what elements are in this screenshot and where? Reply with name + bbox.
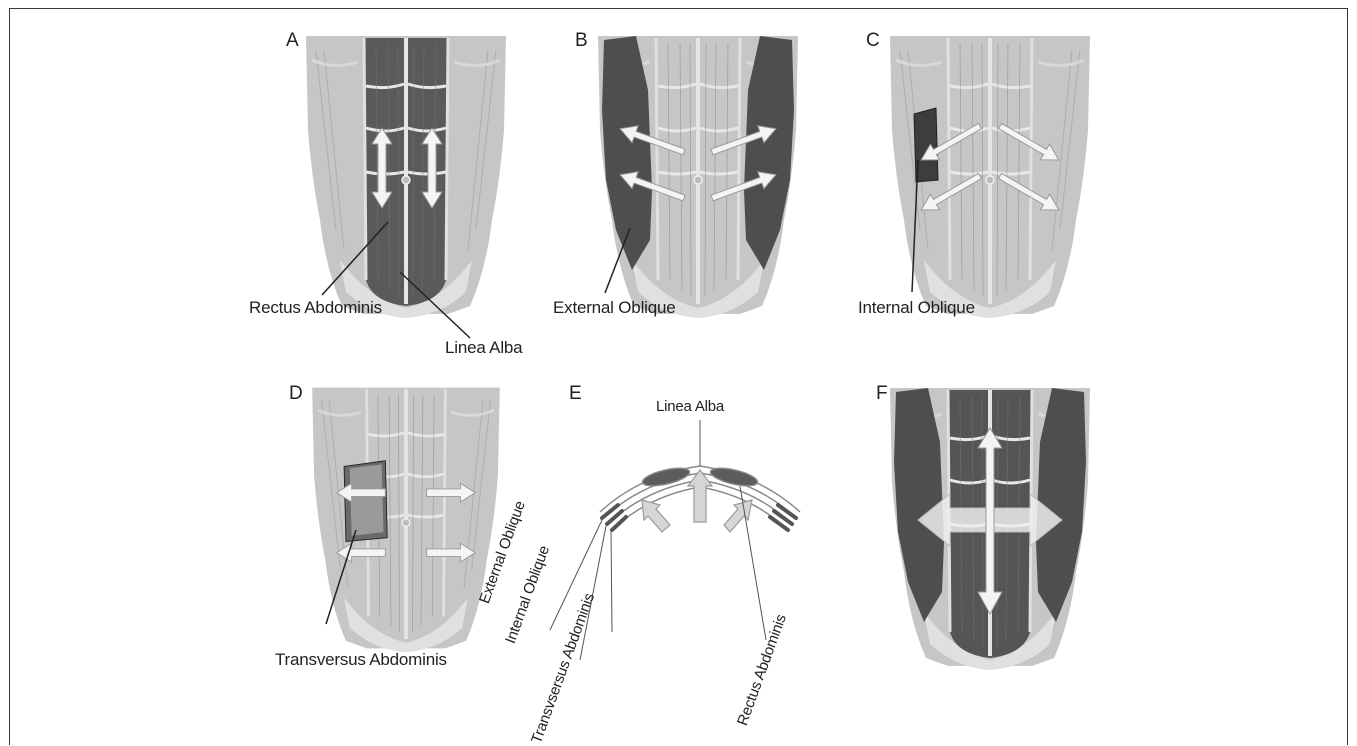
- figure-frame: [9, 8, 1348, 745]
